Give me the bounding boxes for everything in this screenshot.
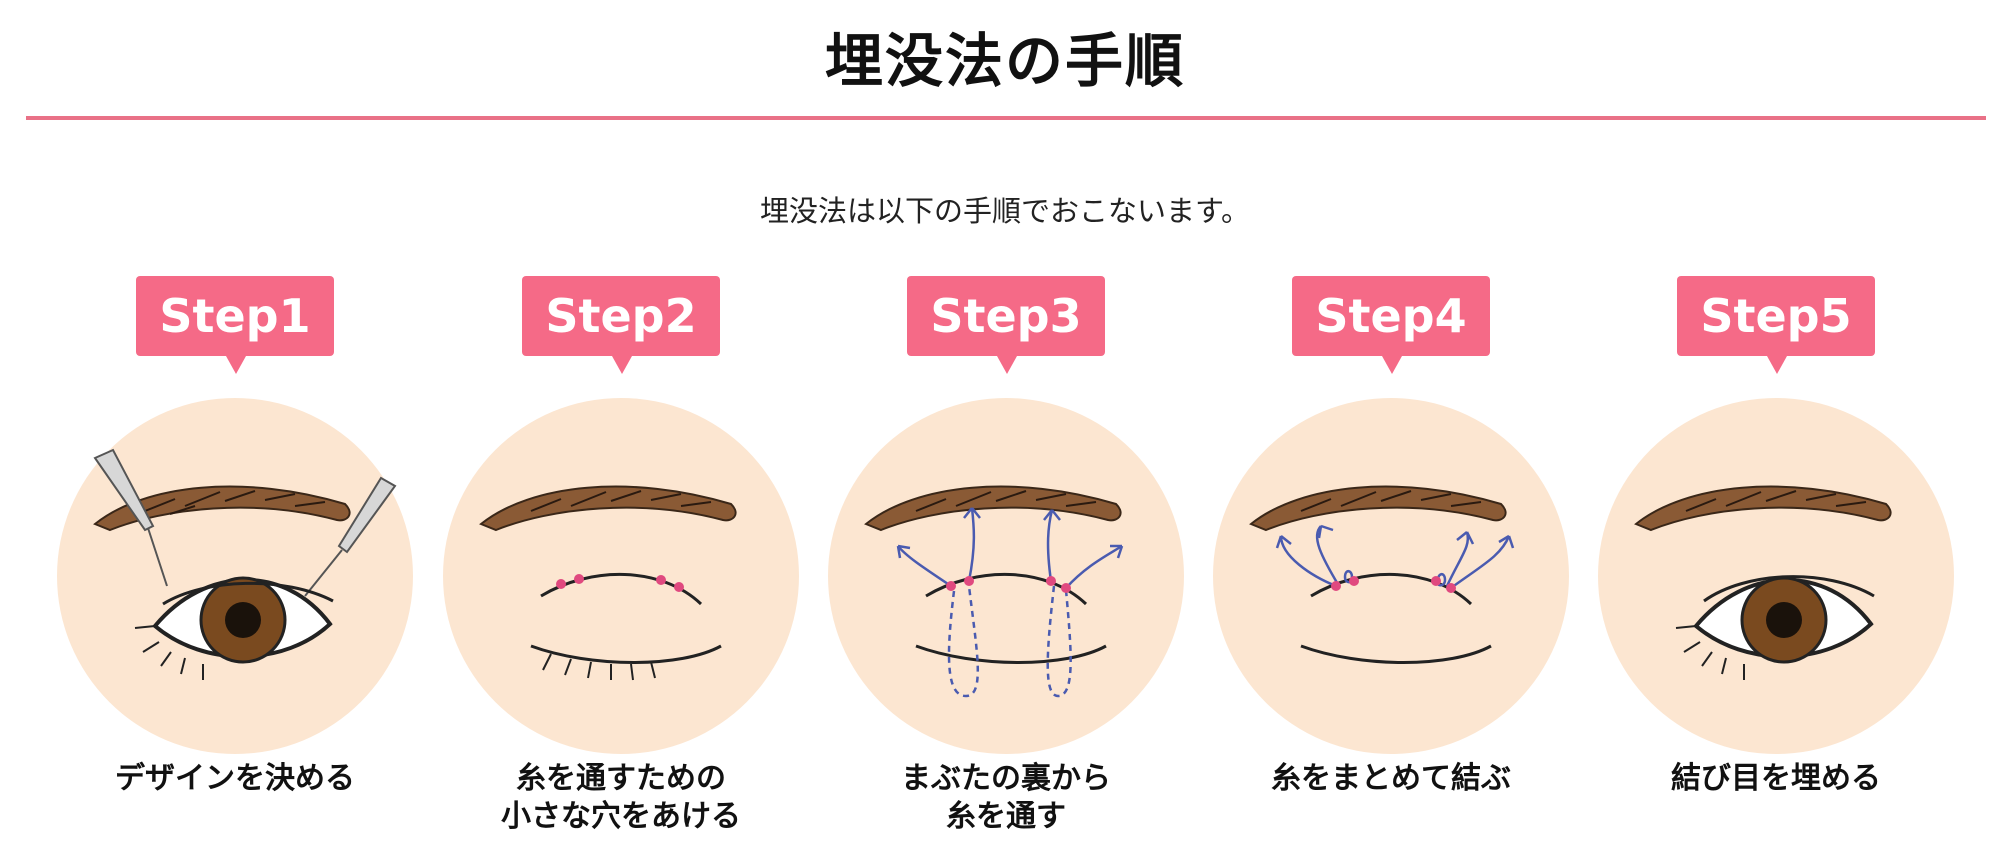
- open-eye-result-illustration: [1598, 398, 1954, 754]
- page-title: 埋没法の手順: [824, 27, 1185, 95]
- title-divider: [26, 116, 1986, 120]
- step-5-caption: 結び目を埋める: [1596, 760, 1956, 798]
- step-4-badge: Step4: [1292, 276, 1490, 374]
- tool-right: [304, 476, 397, 597]
- step-1-caption: デザインを決める: [55, 760, 415, 798]
- step-3-caption: まぶたの裏から 糸を通す: [826, 760, 1186, 836]
- lead-text: 埋没法は以下の手順でおこないます。: [759, 194, 1251, 228]
- tool-left: [93, 448, 168, 587]
- step-3-caption-line1: まぶたの裏から: [901, 761, 1111, 796]
- step-5-badge: Step5: [1677, 276, 1875, 374]
- step-2-caption-line2: 小さな穴をあける: [501, 799, 741, 834]
- step-3-badge: Step3: [907, 276, 1105, 374]
- step-4-caption-line1: 糸をまとめて結ぶ: [1271, 761, 1511, 796]
- step-1: Step1: [55, 276, 415, 866]
- step-3-caption-line2: 糸を通す: [946, 799, 1066, 834]
- step-2-badge: Step2: [522, 276, 720, 374]
- step-2-caption: 糸を通すための 小さな穴をあける: [441, 760, 801, 836]
- thread-through-illustration: [828, 398, 1184, 754]
- steps-row: Step1: [0, 276, 2010, 866]
- step-3: Step3 まぶたの裏から: [826, 276, 1186, 866]
- step-1-caption-line1: デザインを決める: [115, 761, 355, 796]
- closed-eye-marks-illustration: [443, 398, 799, 754]
- step-4-caption: 糸をまとめて結ぶ: [1211, 760, 1571, 798]
- step-2: Step2 糸を通すための 小さな穴をあける: [441, 276, 801, 866]
- open-eye-with-tools-illustration: [57, 398, 413, 754]
- step-5-caption-line1: 結び目を埋める: [1671, 761, 1881, 796]
- step-5: Step5 結び目を埋める: [1596, 276, 1956, 866]
- step-2-caption-line1: 糸を通すための: [516, 761, 726, 796]
- step-1-badge: Step1: [136, 276, 334, 374]
- tie-thread-illustration: [1213, 398, 1569, 754]
- step-4: Step4 糸をまとめて結ぶ: [1211, 276, 1571, 866]
